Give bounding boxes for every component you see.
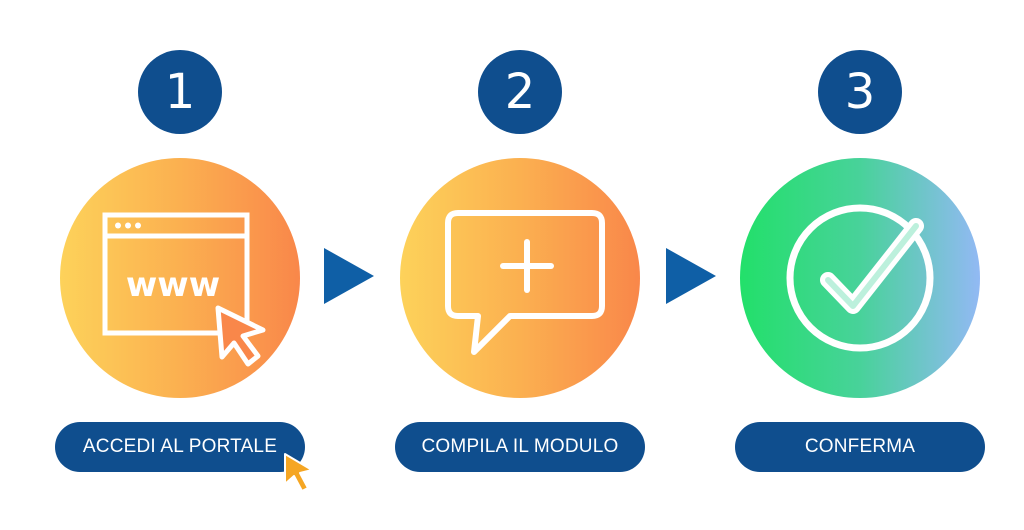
browser-www-click-icon: www	[102, 212, 266, 367]
step-2-icon-circle	[400, 158, 640, 398]
step-1-icon-circle: www	[60, 158, 300, 398]
step-3-icon-circle	[740, 158, 980, 398]
step-3: 3 CONFERMA	[730, 0, 990, 530]
arrow-right-icon	[324, 248, 374, 304]
step-1-label: ACCEDI AL PORTALE	[55, 422, 305, 472]
arrow-right-icon	[666, 248, 716, 304]
step-3-number-badge: 3	[818, 50, 902, 134]
step-2: 2 COMPILA IL MODULO	[390, 0, 650, 530]
step-3-label: CONFERMA	[735, 422, 985, 472]
step-1: 1 www ACCEDI AL PORTALE	[50, 0, 310, 530]
speech-bubble-plus-icon	[445, 210, 605, 355]
pointer-cursor-icon	[284, 453, 313, 492]
check-circle-icon	[786, 204, 934, 352]
step-1-number-badge: 1	[138, 50, 222, 134]
browser-www-text: www	[126, 265, 220, 305]
step-2-label: COMPILA IL MODULO	[395, 422, 645, 472]
step-2-number-badge: 2	[478, 50, 562, 134]
